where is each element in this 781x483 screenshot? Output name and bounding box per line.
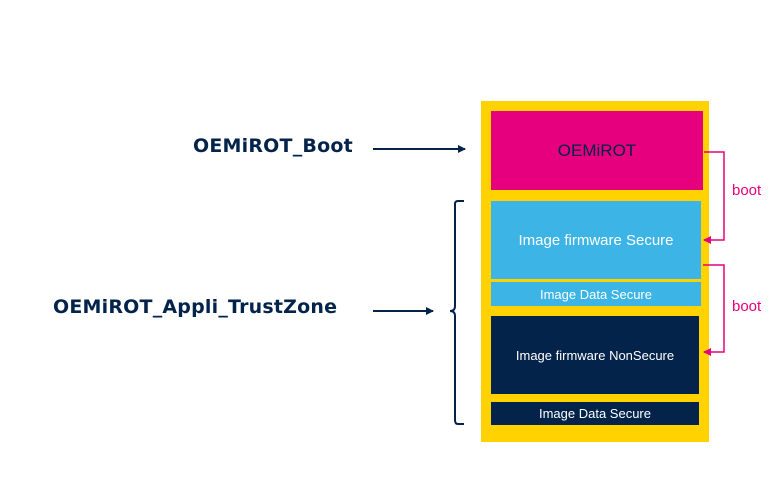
oemirot-block: OEMiROT <box>491 111 703 190</box>
image-firmware-nonsecure-label: Image firmware NonSecure <box>515 347 675 363</box>
brace-bracket <box>449 200 464 425</box>
image-data-secure-block-2: Image Data Secure <box>491 402 699 425</box>
image-firmware-nonsecure-block: Image firmware NonSecure <box>491 316 699 394</box>
oemirot-block-label: OEMiROT <box>557 140 637 160</box>
image-data-secure-label-1: Image Data Secure <box>539 286 652 302</box>
boot-label-2: boot <box>732 298 762 315</box>
image-data-secure-label-2: Image Data Secure <box>538 406 651 421</box>
boot-label-1: boot <box>732 182 762 199</box>
oemirot-appli-trustzone-label: OEMiROT_Appli_TrustZone <box>53 296 338 318</box>
image-data-secure-block-1: Image Data Secure <box>491 282 701 306</box>
oemirot-boot-label: OEMiROT_Boot <box>193 135 353 157</box>
image-firmware-secure-label: Image firmware Secure <box>518 231 674 249</box>
image-firmware-secure-block: Image firmware Secure <box>491 201 701 279</box>
boot-arrow-1 <box>703 151 725 244</box>
boot-arrow-2 <box>703 264 725 356</box>
